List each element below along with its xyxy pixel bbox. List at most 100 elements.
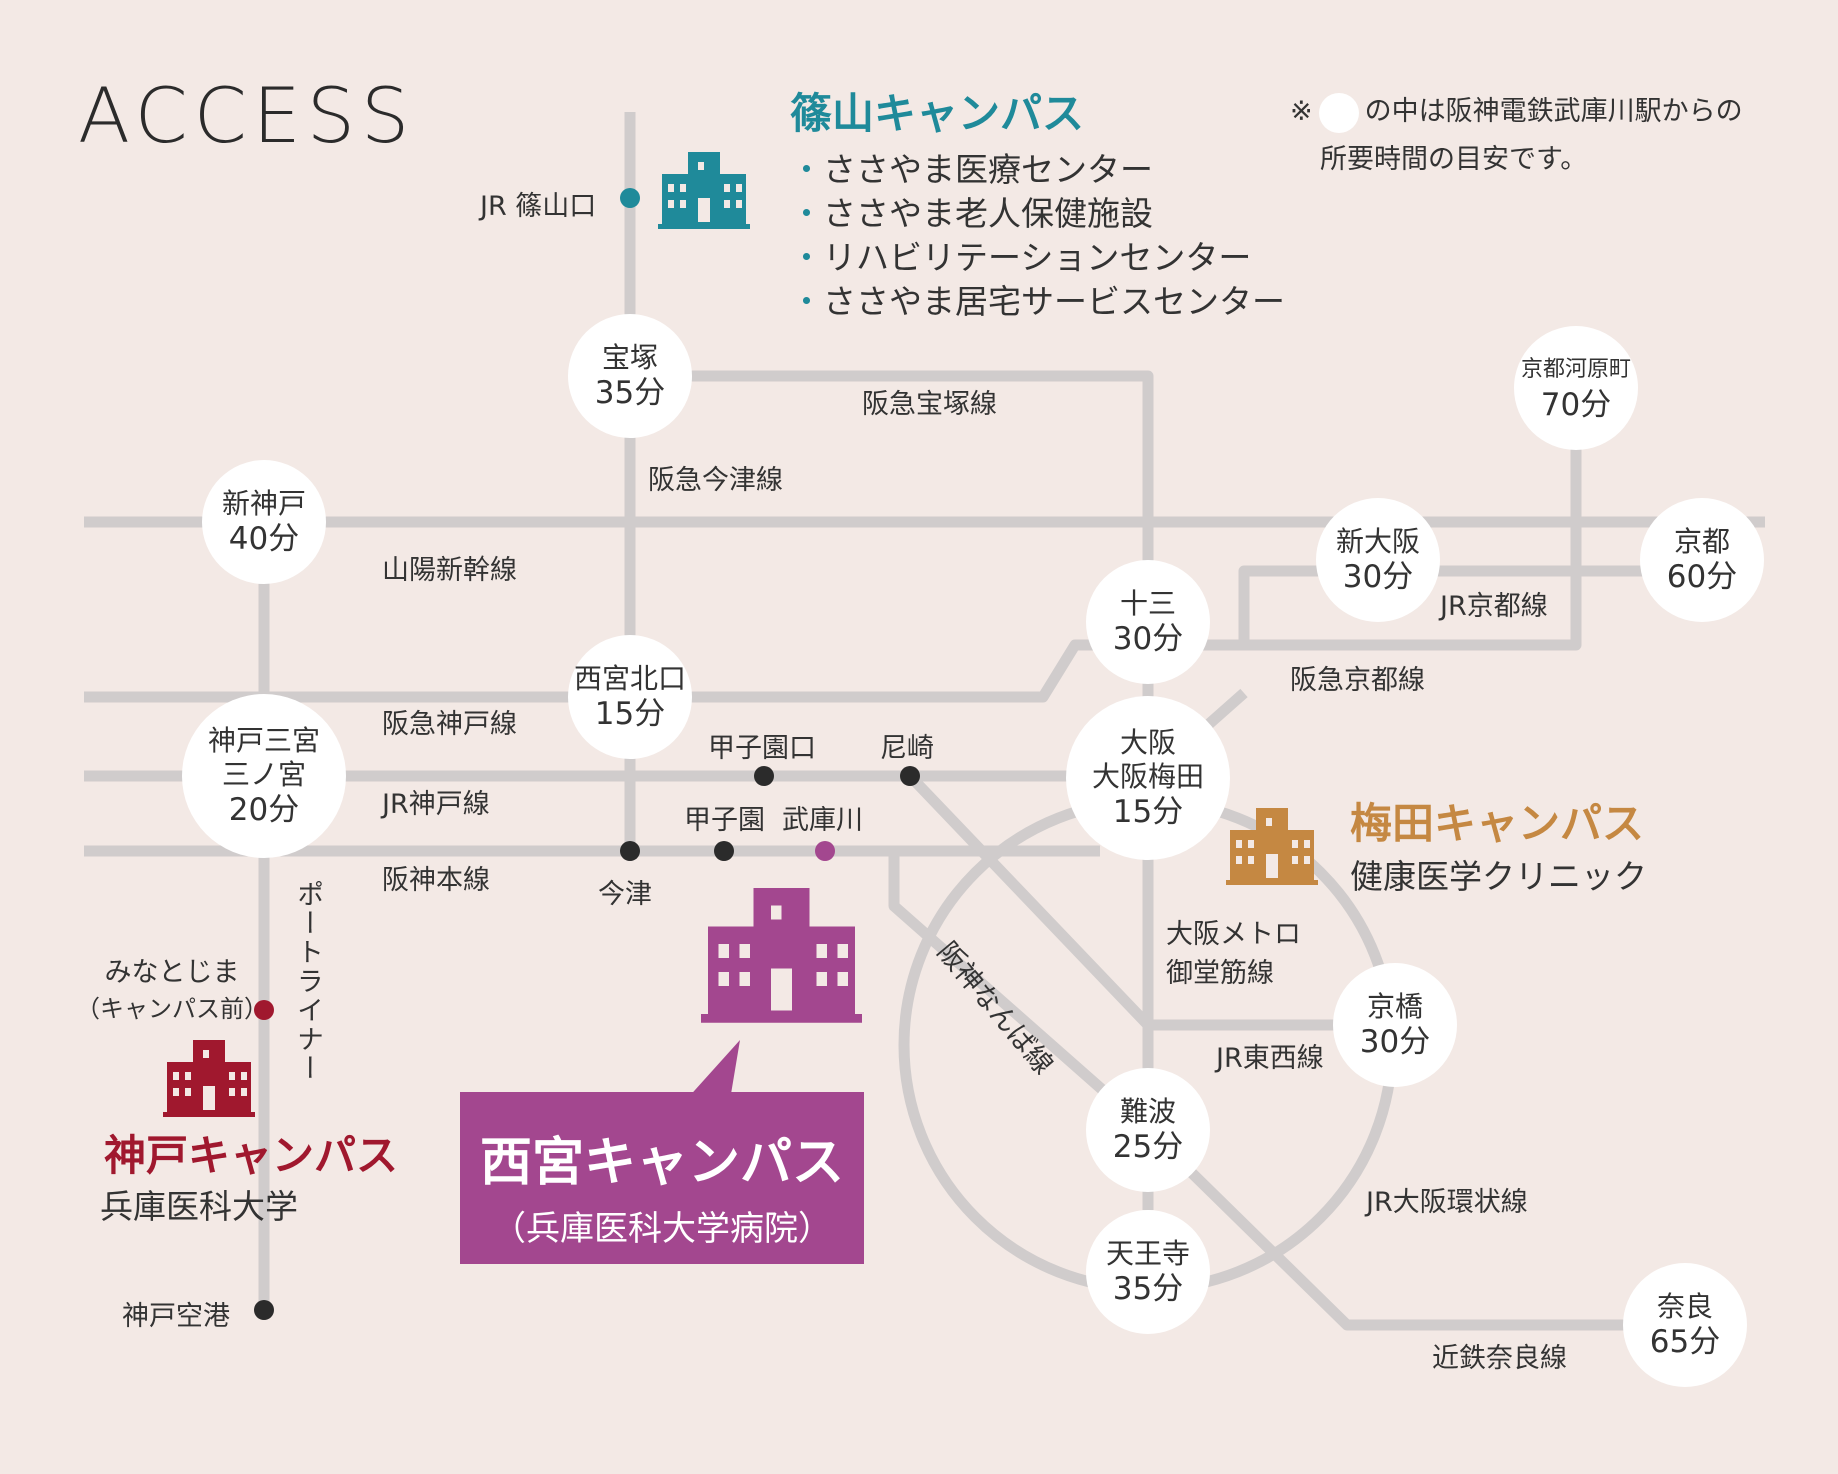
station-dot-koshienguchi [754,766,774,786]
station-dot-koshien [714,841,734,861]
station-label-imazu: 今津 [598,879,652,910]
station-time: 35分 [594,375,666,411]
station-label-kobeairport: 神戸空港 [122,1301,230,1332]
campus-nishinomiya-box: 西宮キャンパス （兵庫医科大学病院） [460,1092,864,1264]
station-label-sasayamaguchi: JR 篠山口 [480,191,597,222]
note-line1: の中は阪神電鉄武庫川駅からの [1364,96,1743,127]
station-name: 十三 [1119,587,1176,620]
line-label-jr-tozai: JR東西線 [1216,1043,1324,1074]
station-name: 天王寺 [1105,1237,1190,1270]
campus-nishinomiya-title: 西宮キャンパス [479,1133,844,1193]
station-time: 30分 [1342,559,1414,595]
station-time: 30分 [1359,1024,1431,1060]
building-icon [658,152,750,229]
campus-nishinomiya-facility: （兵庫医科大学病院） [492,1209,832,1249]
campus-kobe-title: 神戸キャンパス [104,1131,399,1180]
campus-sasayama-title: 篠山キャンパス [790,89,1085,138]
building-icon [163,1040,255,1117]
station-dot-mukogawa [815,841,835,861]
station-time: 65分 [1649,1324,1721,1360]
campus-kobe-facility: 兵庫医科大学 [100,1187,298,1226]
station-dot-sasayamaguchi [620,188,640,208]
station-time: 15分 [594,696,666,732]
station-time: 15分 [1112,794,1184,830]
line-label-port-liner: ポートライナー [292,880,323,1083]
line-label-osaka-metro: 大阪メトロ御堂筋線 [1166,919,1301,989]
station-time: 70分 [1540,387,1612,423]
line-label-hankyu-imazu: 阪急今津線 [648,465,783,496]
station-name: 大阪梅田 [1091,760,1204,793]
station-label-mukogawa: 武庫川 [782,805,863,836]
station-dot-amagasaki [900,766,920,786]
line-label-sanyo-shinkansen: 山陽新幹線 [382,555,517,586]
station-time: 30分 [1112,621,1184,657]
line-label-hankyu-takarazuka: 阪急宝塚線 [862,389,997,420]
line-kintetsu-nara [1144,1126,1685,1331]
line-label-hanshin-main: 阪神本線 [382,865,490,896]
station-name: 京橋 [1366,990,1423,1023]
station-name: 京都河原町 [1520,357,1631,382]
line-hanshin-namba [888,851,1152,1135]
facility-item: ささやま医療センター [790,148,1285,192]
line-label-jr-loop: JR大阪環状線 [1366,1187,1528,1218]
map-note: ※ の中は阪神電鉄武庫川駅からの 所要時間の目安です。 [1290,88,1743,184]
station-time: 40分 [228,521,300,557]
line-kyoto-kawaramachi [1244,404,1582,651]
station-name: 三ノ宮 [221,758,306,791]
station-label-amagasaki: 尼崎 [880,733,934,764]
station-name: 新大阪 [1335,525,1420,558]
callout-tail [686,1040,740,1100]
page-title: ACCESS [78,71,416,160]
station-name: 新神戸 [221,487,306,520]
station-name: 西宮北口 [573,662,686,695]
campus-umeda-title: 梅田キャンパス [1350,799,1645,848]
building-icon [1226,808,1318,885]
note-mark: ※ [1290,96,1313,127]
station-name: 神戸三宮 [207,724,320,757]
station-time: 20分 [228,792,300,828]
station-dot-kobeairport [254,1300,274,1320]
line-hankyu-takarazuka [630,370,1154,778]
note-line2: 所要時間の目安です。 [1320,144,1588,175]
facility-item: リハビリテーションセンター [790,236,1285,280]
station-label-koshienguchi: 甲子園口 [708,733,816,764]
station-dot-imazu [620,841,640,861]
station-name: 大阪 [1119,726,1176,759]
station-time: 60分 [1666,559,1738,595]
facility-item: ささやま居宅サービスセンター [790,280,1285,324]
line-label-hankyu-kobe: 阪急神戸線 [382,709,517,740]
line-label-jr-kyoto: JR京都線 [1440,591,1548,622]
station-label-koshien: 甲子園 [684,805,765,836]
building-icon [701,888,862,1023]
station-dot-minatojima [254,1000,274,1020]
station-time: 35分 [1112,1271,1184,1307]
line-label-kintetsu-nara: 近鉄奈良線 [1432,1343,1567,1374]
facility-item: ささやま老人保健施設 [790,192,1285,236]
station-label-minatojima: みなとじま（キャンパス前） [76,957,268,1023]
campus-umeda-facility: 健康医学クリニック [1350,857,1647,896]
station-circle-legend [1318,92,1359,133]
line-label-hankyu-kyoto: 阪急京都線 [1290,665,1425,696]
station-kawaramachi: 京都河原町 70分 [1514,326,1638,450]
station-name: 難波 [1119,1095,1176,1128]
station-name: 奈良 [1656,1290,1713,1323]
station-name: 宝塚 [601,341,658,374]
station-name: 京都 [1673,525,1730,558]
line-label-jr-kobe: JR神戸線 [382,789,490,820]
station-time: 25分 [1112,1129,1184,1165]
sasayama-facility-list: ささやま医療センター ささやま老人保健施設 リハビリテーションセンター ささやま… [790,148,1285,324]
